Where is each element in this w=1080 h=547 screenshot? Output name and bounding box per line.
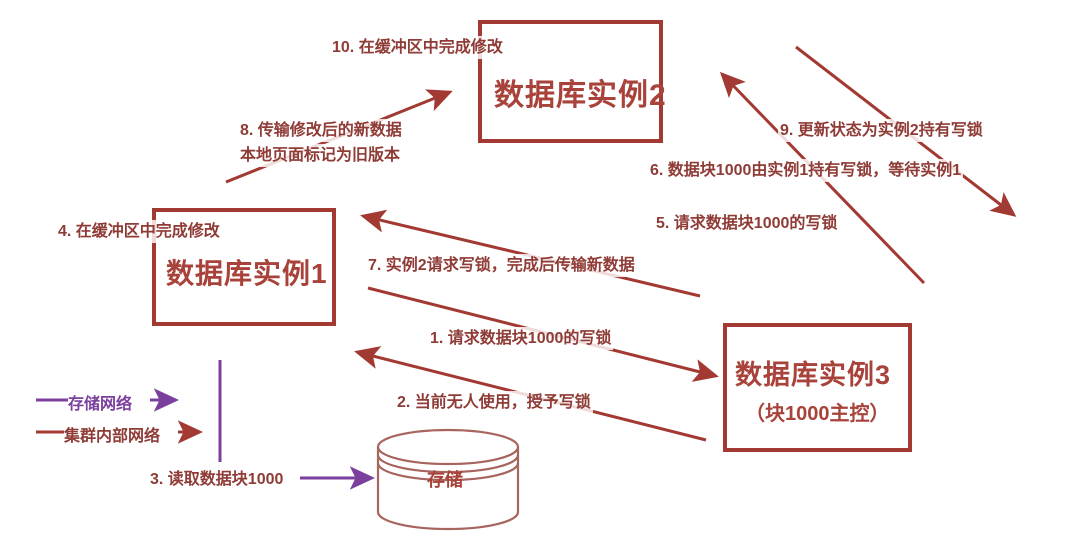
step-label-5: 5. 请求数据块1000的写锁 [654, 212, 840, 236]
step-label-8b: 本地页面标记为旧版本 [238, 144, 403, 168]
node-instance3[interactable] [723, 323, 912, 452]
node-instance1[interactable] [152, 208, 336, 326]
node-instance2-label: 数据库实例2 [494, 79, 667, 112]
step-label-9-text: 9. 更新状态为实例2持有写锁 [778, 119, 985, 143]
step-label-1: 1. 请求数据块1000的写锁 [428, 327, 614, 351]
storage-cylinder [376, 428, 520, 531]
step-label-8a: 8. 传输修改后的新数据 [238, 119, 404, 143]
step-label-6: 6. 数据块1000由实例1持有写锁，等待实例1 [648, 159, 964, 183]
node-instance3-sublabel: （块1000主控） [745, 403, 890, 425]
node-instance2[interactable] [478, 20, 663, 143]
step-label-4: 4. 在缓冲区中完成修改 [56, 220, 222, 244]
legend-item-storage-network: 存储网络 [68, 396, 133, 413]
storage-label: 存储 [427, 470, 463, 490]
legend-item-cluster-network: 集群内部网络 [64, 428, 161, 445]
step-label-3: 3. 读取数据块1000 [148, 468, 286, 492]
node-instance3-label: 数据库实例3 [735, 360, 892, 390]
step-label-2: 2. 当前无人使用，授予写锁 [395, 391, 593, 415]
step-label-10: 10. 在缓冲区中完成修改 [330, 36, 505, 60]
node-instance1-label: 数据库实例1 [166, 258, 328, 289]
step-label-7: 7. 实例2请求写锁，完成后传输新数据 [366, 254, 637, 278]
